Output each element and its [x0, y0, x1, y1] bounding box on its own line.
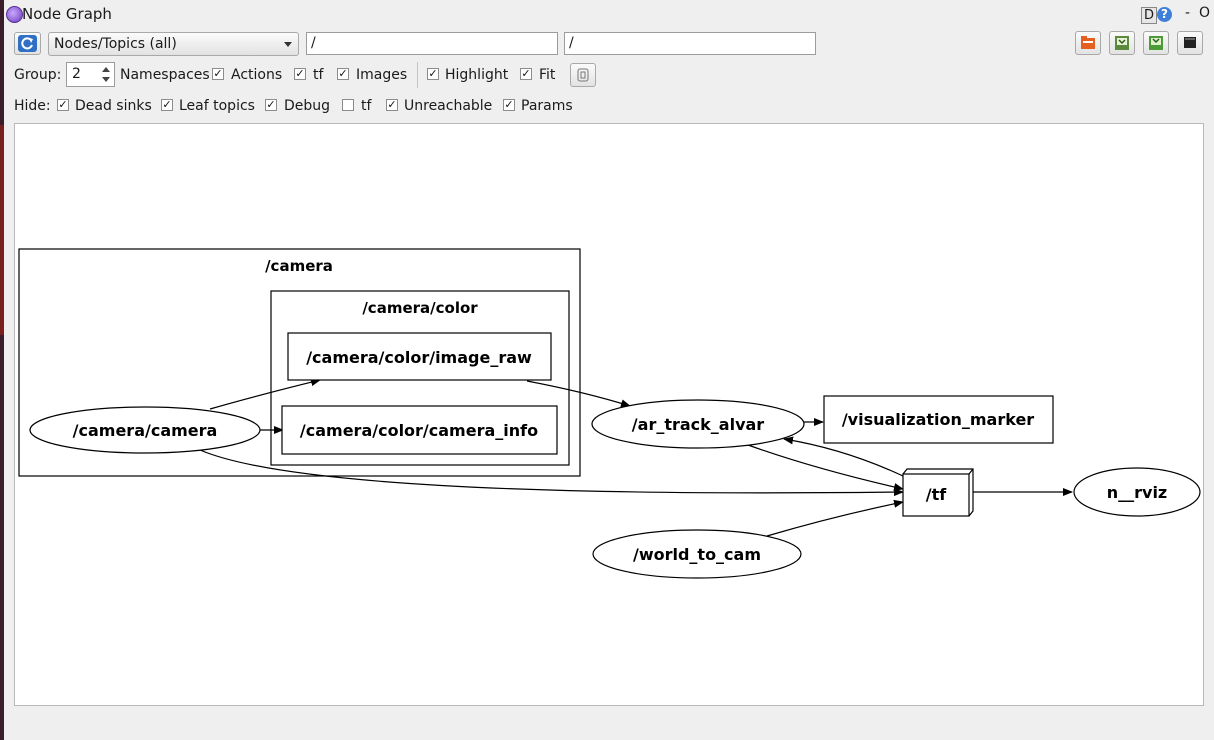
- highlight-label: Highlight: [445, 67, 509, 83]
- app-icon: [6, 6, 23, 23]
- group-label: Group:: [14, 67, 62, 83]
- namespaces-label: Namespaces: [120, 67, 210, 83]
- node-world-to-cam[interactable]: [592, 529, 802, 579]
- node-visualization-marker[interactable]: [823, 395, 1054, 444]
- hide-tf-checkbox[interactable]: [342, 99, 354, 111]
- node-rviz-label: n__rviz: [1107, 483, 1168, 502]
- images-checkbox[interactable]: ✓: [337, 67, 349, 80]
- unreachable-checkbox[interactable]: ✓: [386, 98, 398, 111]
- params-label: Params: [521, 98, 573, 114]
- close-button[interactable]: O: [1199, 5, 1211, 21]
- hide-label: Hide:: [14, 98, 51, 114]
- leaf-topics-label: Leaf topics: [179, 98, 255, 114]
- desktop-edge: [0, 0, 4, 740]
- load-dot-button[interactable]: [1075, 31, 1101, 55]
- namespaces-checkbox[interactable]: ✓: [212, 67, 224, 80]
- fit-view-icon: [577, 68, 589, 82]
- node-visualization-marker-label: /visualization_marker: [842, 410, 1034, 429]
- debug-checkbox[interactable]: ✓: [265, 98, 277, 111]
- fit-checkbox[interactable]: ✓: [520, 67, 532, 80]
- debug-label: Debug: [284, 98, 331, 114]
- hide-tf-label: tf: [361, 98, 372, 114]
- node-camera-camera-label: /camera/camera: [73, 421, 218, 440]
- images-label: Images: [356, 67, 408, 83]
- group-value: 2: [72, 66, 81, 82]
- tf-label: tf: [313, 67, 324, 83]
- d-button[interactable]: D: [1141, 7, 1157, 24]
- fit-view-button[interactable]: [570, 63, 596, 87]
- minimize-button[interactable]: -: [1185, 5, 1191, 21]
- window-title: Node Graph: [22, 5, 112, 23]
- spin-down-icon[interactable]: [102, 77, 110, 82]
- cluster-camera-color-label: /camera/color: [362, 299, 478, 317]
- help-icon[interactable]: ?: [1157, 7, 1172, 22]
- graph-mode-combobox[interactable]: Nodes/Topics (all): [48, 32, 299, 56]
- edge-camera-to-tf: [199, 449, 904, 497]
- dead-sinks-label: Dead sinks: [75, 98, 152, 114]
- group-spinbox[interactable]: 2: [66, 62, 115, 87]
- save-dot-icon: [1115, 36, 1129, 50]
- save-dot-button[interactable]: [1109, 31, 1135, 55]
- toolbar-separator: [417, 62, 418, 88]
- node-ar-track-alvar[interactable]: [591, 399, 805, 449]
- edge-image-raw-to-ar-track: [526, 380, 631, 408]
- save-image-icon: [1149, 36, 1163, 50]
- node-camera-info[interactable]: [281, 405, 558, 455]
- title-bar: [4, 0, 1214, 30]
- node-camera-camera[interactable]: [29, 406, 261, 454]
- node-rviz[interactable]: [1073, 467, 1201, 517]
- graph-canvas[interactable]: /camera /camera/color /camera/camera /ca…: [14, 123, 1204, 706]
- cluster-camera-color[interactable]: [270, 290, 570, 466]
- node-image-raw[interactable]: [287, 332, 552, 381]
- tf-checkbox[interactable]: ✓: [294, 67, 306, 80]
- topic-filter-input[interactable]: /: [564, 32, 816, 55]
- actions-label: Actions: [231, 67, 283, 83]
- fit-label: Fit: [539, 67, 556, 83]
- node-tf[interactable]: [902, 468, 974, 517]
- leaf-topics-checkbox[interactable]: ✓: [161, 98, 173, 111]
- node-filter-input[interactable]: /: [306, 32, 558, 55]
- screenshot-icon: [1184, 37, 1196, 48]
- params-checkbox[interactable]: ✓: [503, 98, 515, 111]
- refresh-icon: [18, 35, 37, 52]
- chevron-down-icon: [284, 42, 292, 47]
- refresh-button[interactable]: [14, 32, 41, 55]
- spin-up-icon[interactable]: [102, 67, 110, 72]
- open-folder-icon: [1081, 36, 1095, 49]
- edge-ar-track-to-tf: [747, 444, 904, 491]
- node-world-to-cam-label: /world_to_cam: [633, 545, 761, 564]
- node-image-raw-label: /camera/color/image_raw: [306, 348, 532, 367]
- dead-sinks-checkbox[interactable]: ✓: [57, 98, 69, 111]
- graph-svg: /camera /camera/color /camera/camera /ca…: [18, 248, 1201, 579]
- edge-world-to-cam-to-tf: [766, 499, 904, 537]
- save-image-button[interactable]: [1143, 31, 1169, 55]
- graph-mode-value: Nodes/Topics (all): [54, 36, 177, 52]
- edge-camera-to-image-raw: [209, 378, 321, 410]
- unreachable-label: Unreachable: [404, 98, 493, 114]
- edge-tf-to-ar-track: [783, 436, 904, 477]
- cluster-camera[interactable]: [18, 248, 581, 477]
- node-ar-track-alvar-label: /ar_track_alvar: [632, 415, 765, 434]
- screenshot-button[interactable]: [1177, 31, 1203, 55]
- cluster-camera-label: /camera: [265, 257, 333, 275]
- node-camera-info-label: /camera/color/camera_info: [300, 421, 538, 440]
- node-tf-label: /tf: [926, 485, 947, 504]
- highlight-checkbox[interactable]: ✓: [427, 67, 439, 80]
